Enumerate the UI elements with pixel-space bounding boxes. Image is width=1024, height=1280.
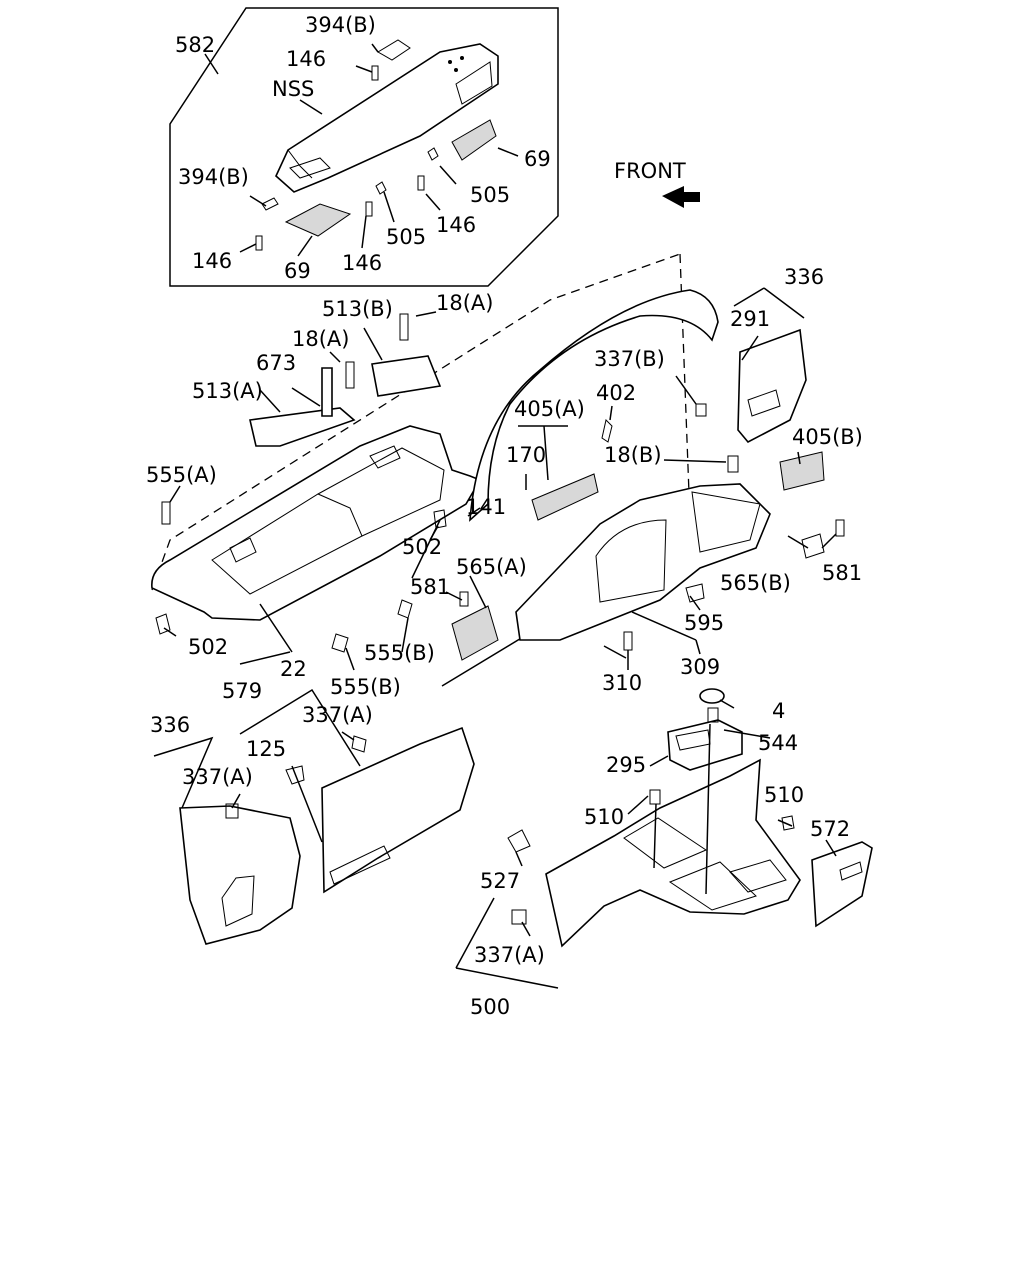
label-565a: 565(A)	[456, 555, 527, 579]
label-581-right: 581	[822, 561, 862, 585]
label-146-mid: 146	[436, 213, 476, 237]
label-402: 402	[596, 381, 636, 405]
label-291: 291	[730, 307, 770, 331]
label-337a-bottom: 337(A)	[474, 943, 545, 967]
label-170: 170	[506, 443, 546, 467]
label-146-top: 146	[286, 47, 326, 71]
label-337a-left: 337(A)	[182, 765, 253, 789]
label-544: 544	[758, 731, 798, 755]
label-146-left: 146	[192, 249, 232, 273]
label-141: 141	[466, 495, 506, 519]
label-394b-left: 394(B)	[178, 165, 249, 189]
label-405a: 405(A)	[514, 397, 585, 421]
label-18a-mid: 18(A)	[292, 327, 349, 351]
label-295: 295	[606, 753, 646, 777]
front-arrow-icon	[662, 186, 700, 208]
inset-panel	[169, 7, 559, 287]
label-565b: 565(B)	[720, 571, 791, 595]
label-513a: 513(A)	[192, 379, 263, 403]
label-310: 310	[602, 671, 642, 695]
label-579: 579	[222, 679, 262, 703]
label-582: 582	[175, 33, 215, 57]
label-69-right: 69	[524, 147, 551, 171]
label-69-left: 69	[284, 259, 311, 283]
label-595: 595	[684, 611, 724, 635]
label-572: 572	[810, 817, 850, 841]
label-18a-top: 18(A)	[436, 291, 493, 315]
label-513b: 513(B)	[322, 297, 393, 321]
label-555b-2: 555(B)	[330, 675, 401, 699]
label-405b: 405(B)	[792, 425, 863, 449]
label-581-mid: 581	[410, 575, 450, 599]
label-502-mid: 502	[402, 535, 442, 559]
label-555a: 555(A)	[146, 463, 217, 487]
label-673: 673	[256, 351, 296, 375]
lower-left-panels	[153, 688, 475, 945]
label-nss: NSS	[272, 77, 314, 101]
label-337a-top: 337(A)	[302, 703, 373, 727]
label-18b: 18(B)	[604, 443, 662, 467]
label-510-right: 510	[764, 783, 804, 807]
label-336-left: 336	[150, 713, 190, 737]
label-527: 527	[480, 869, 520, 893]
instrument-panel-assembly	[151, 253, 845, 687]
label-510-left: 510	[584, 805, 624, 829]
part-labels: 394(B) 582 146 NSS 69 394(B) 505 146 505…	[146, 13, 863, 1019]
label-309: 309	[680, 655, 720, 679]
label-394b-top: 394(B)	[305, 13, 376, 37]
label-125: 125	[246, 737, 286, 761]
console-assembly	[455, 688, 873, 989]
label-500: 500	[470, 995, 510, 1019]
label-4: 4	[772, 699, 785, 723]
label-502-left: 502	[188, 635, 228, 659]
label-505-right: 505	[470, 183, 510, 207]
label-146-bottom: 146	[342, 251, 382, 275]
label-555b-1: 555(B)	[364, 641, 435, 665]
label-336-top: 336	[784, 265, 824, 289]
front-label: FRONT	[614, 159, 686, 183]
label-22: 22	[280, 657, 307, 681]
label-505-left: 505	[386, 225, 426, 249]
label-337b: 337(B)	[594, 347, 665, 371]
